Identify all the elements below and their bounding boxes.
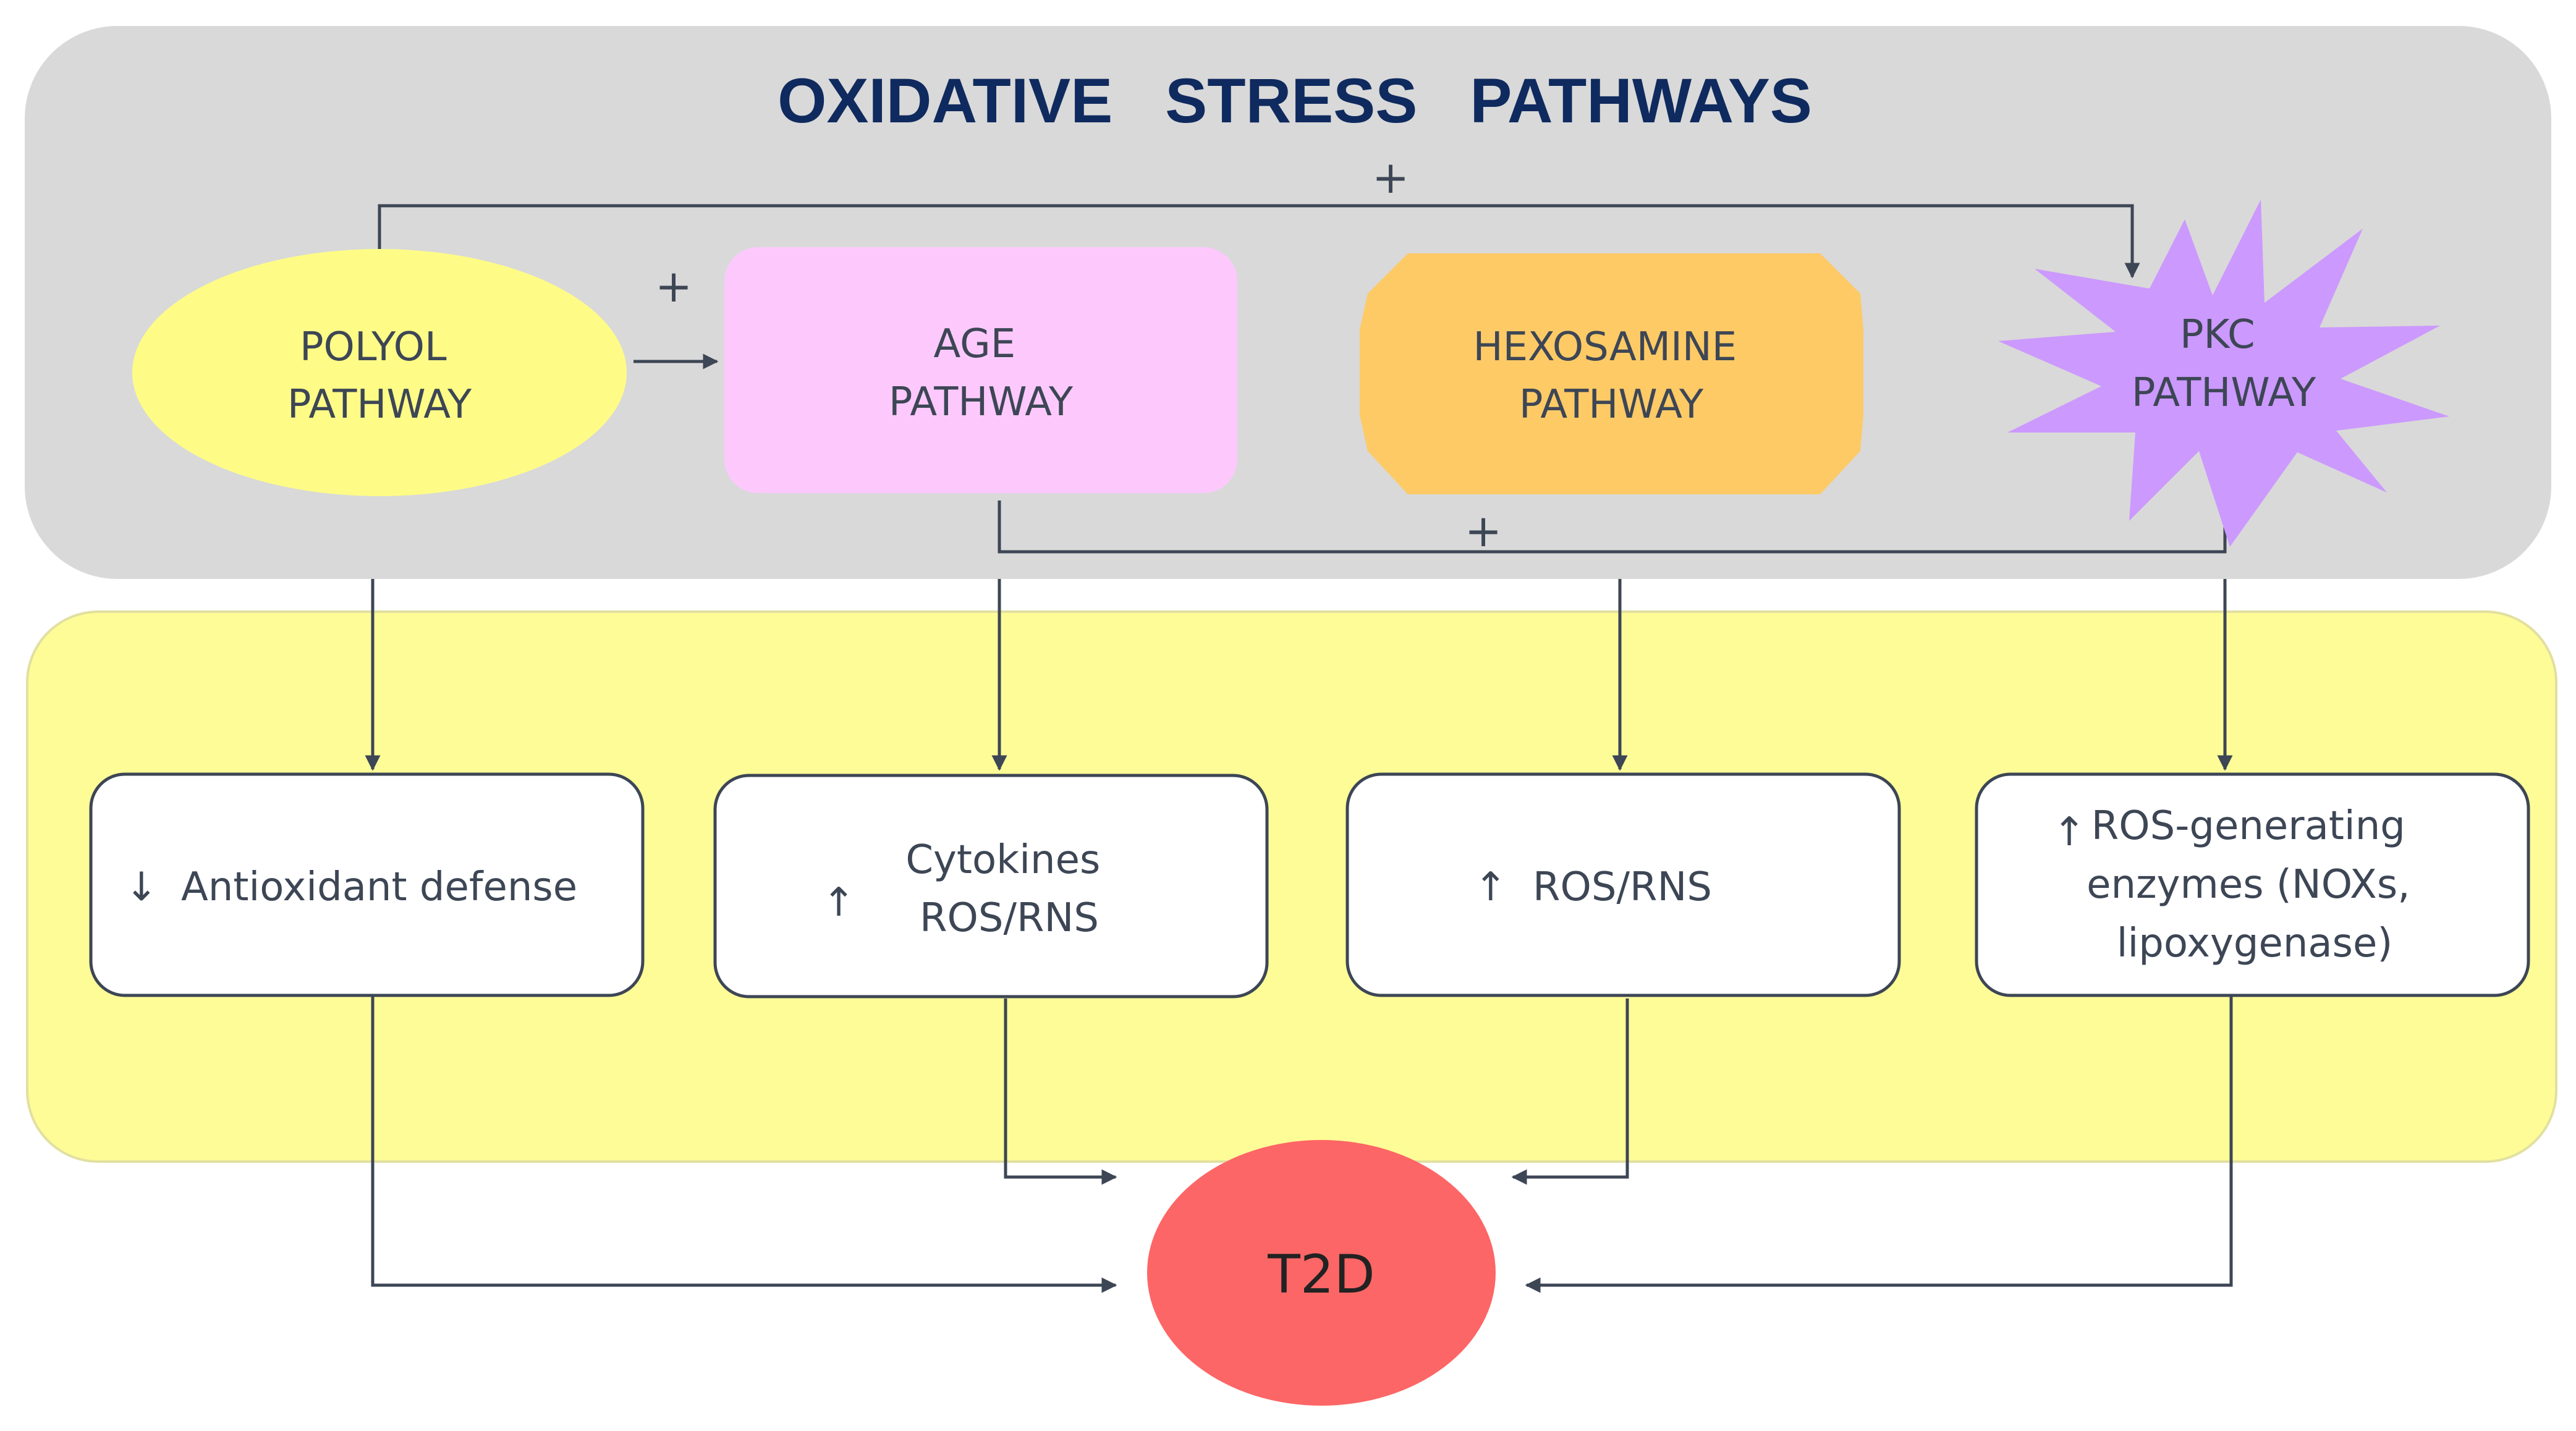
hexosamine-label: HEXOSAMINE PATHWAY	[1473, 324, 1749, 428]
node-t2d: T2D	[1147, 1140, 1496, 1406]
cytokines-label-line1: Cytokines	[905, 837, 1100, 883]
hexosamine-label-line2: PATHWAY	[1519, 382, 1704, 428]
antioxidant-label: ↓ Antioxidant defense	[125, 864, 577, 910]
antioxidant-text: Antioxidant defense	[181, 864, 577, 910]
ros-box	[1345, 772, 1901, 997]
node-age-pathway: AGE PATHWAY	[724, 247, 1237, 493]
hexosamine-label-line1: HEXOSAMINE	[1473, 324, 1737, 370]
pkc-label: PKC PATHWAY	[2132, 312, 2316, 416]
ros-arrow: ↑	[1474, 864, 1507, 910]
polyol-label-line1: POLYOL	[300, 324, 447, 370]
connector-cytokines-to-t2d	[1004, 998, 1117, 1185]
t2d-shape	[1147, 1140, 1496, 1406]
age-label: AGE PATHWAY	[889, 321, 1074, 425]
cytokines-label: Cytokines ROS/RNS	[905, 837, 1112, 941]
cytokines-label-line2: ROS/RNS	[920, 895, 1099, 941]
polyol-label-line2: PATHWAY	[287, 382, 472, 428]
enzymes-label-line3: lipoxygenase)	[2117, 921, 2393, 966]
polyol-shape	[132, 249, 627, 496]
antioxidant-box	[89, 772, 645, 997]
enzymes-box	[1975, 772, 2530, 997]
connector-ros-to-t2d	[1511, 998, 1629, 1185]
connector-enzymes-to-t2d	[1525, 996, 2233, 1293]
diagram-title: OXIDATIVE STRESS PATHWAYS	[777, 65, 1812, 136]
age-label-line1: AGE	[933, 321, 1015, 367]
ros-text: ROS/RNS	[1533, 864, 1712, 910]
pkc-burst-shape	[1998, 200, 2449, 547]
polyol-label: POLYOL PATHWAY	[287, 324, 472, 428]
connector-antioxidant-to-t2d	[371, 996, 1117, 1293]
top-panel	[25, 26, 2551, 579]
enzymes-label-line2: enzymes (NOXs,	[2087, 862, 2410, 908]
effect-ros-generating-enzymes: ↑ ROS-generating enzymes (NOXs, lipoxyge…	[1975, 772, 2530, 997]
node-pkc-pathway: PKC PATHWAY	[1998, 200, 2449, 547]
cytokines-box	[713, 774, 1269, 998]
plus-polyol-to-age: +	[655, 260, 692, 312]
hexosamine-shape	[1360, 253, 1863, 494]
node-hexosamine-pathway: HEXOSAMINE PATHWAY	[1360, 253, 1863, 494]
age-label-line2: PATHWAY	[889, 379, 1074, 425]
pkc-label-line2: PATHWAY	[2132, 370, 2316, 416]
node-polyol-pathway: POLYOL PATHWAY	[132, 249, 627, 496]
ros-label: ↑ ROS/RNS	[1474, 864, 1712, 910]
pkc-label-line1: PKC	[2180, 312, 2255, 358]
plus-age-to-pkc: +	[1465, 505, 1502, 557]
plus-polyol-to-pkc: +	[1372, 151, 1409, 203]
enzymes-arrow: ↑	[2053, 809, 2086, 855]
antioxidant-arrow: ↓	[125, 864, 158, 910]
effect-ros-rns: ↑ ROS/RNS	[1345, 772, 1901, 997]
cytokines-arrow: ↑	[822, 880, 855, 926]
effect-cytokines-ros-rns: ↑ Cytokines ROS/RNS	[713, 774, 1269, 998]
age-shape	[724, 247, 1237, 493]
connector-polyol-to-pkc	[378, 204, 2140, 279]
t2d-label: T2D	[1267, 1244, 1375, 1306]
enzymes-label-line1: ROS-generating	[2091, 803, 2405, 849]
enzymes-label: ROS-generating enzymes (NOXs, lipoxygena…	[2087, 803, 2423, 966]
effect-antioxidant-defense: ↓ Antioxidant defense	[89, 772, 645, 997]
